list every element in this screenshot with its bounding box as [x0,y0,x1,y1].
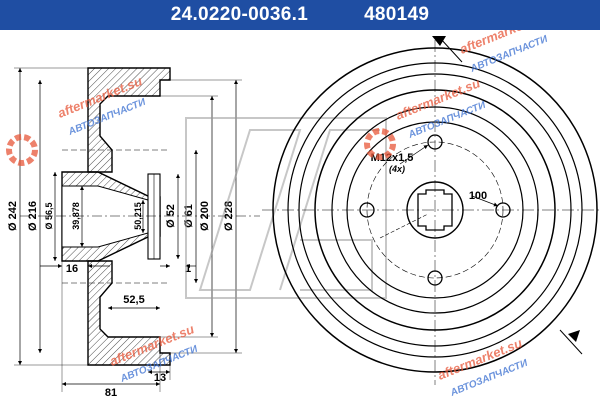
thread-count-label: (4x) [389,164,405,174]
hub-bore-front [417,189,453,231]
reference-number: 480149 [364,4,430,25]
dim-16: 16 [66,263,78,275]
dim-d216: Ø 216 [27,201,39,231]
dim-13: 13 [154,372,166,384]
background-logo [185,117,387,299]
pcd-label: 100 [469,190,487,202]
dim-1: 1 [185,263,191,275]
dim-d56-5: Ø 56,5 [44,202,54,229]
title-bar: 24.0220-0036.1 480149 [0,0,600,30]
dim-52-5: 52,5 [123,294,144,306]
side-section-view: Ø 242 Ø 216 Ø 56,5 39,878 50,215 Ø 52 Ø … [7,67,260,399]
front-view: M12x1,5 (4x) 100 [262,36,600,385]
drum-section-upper [87,67,171,173]
dim-39-878: 39,878 [71,202,81,230]
watermark-1: aftermarket.su АВТОЗАПЧАСТИ [6,73,148,166]
part-number: 24.0220-0036.1 [170,4,309,25]
dim-d242: Ø 242 [7,201,19,231]
technical-drawing: Ø 242 Ø 216 Ø 56,5 39,878 50,215 Ø 52 Ø … [6,30,600,399]
dim-d228: Ø 228 [223,201,235,231]
watermark-3: aftermarket.su АВТОЗАПЧАСТИ [458,30,550,75]
dim-d61: Ø 61 [183,204,195,228]
dim-81: 81 [105,387,117,399]
dim-d52: Ø 52 [165,204,177,228]
dim-d200: Ø 200 [199,201,211,231]
dim-50-215: 50,215 [133,202,143,230]
